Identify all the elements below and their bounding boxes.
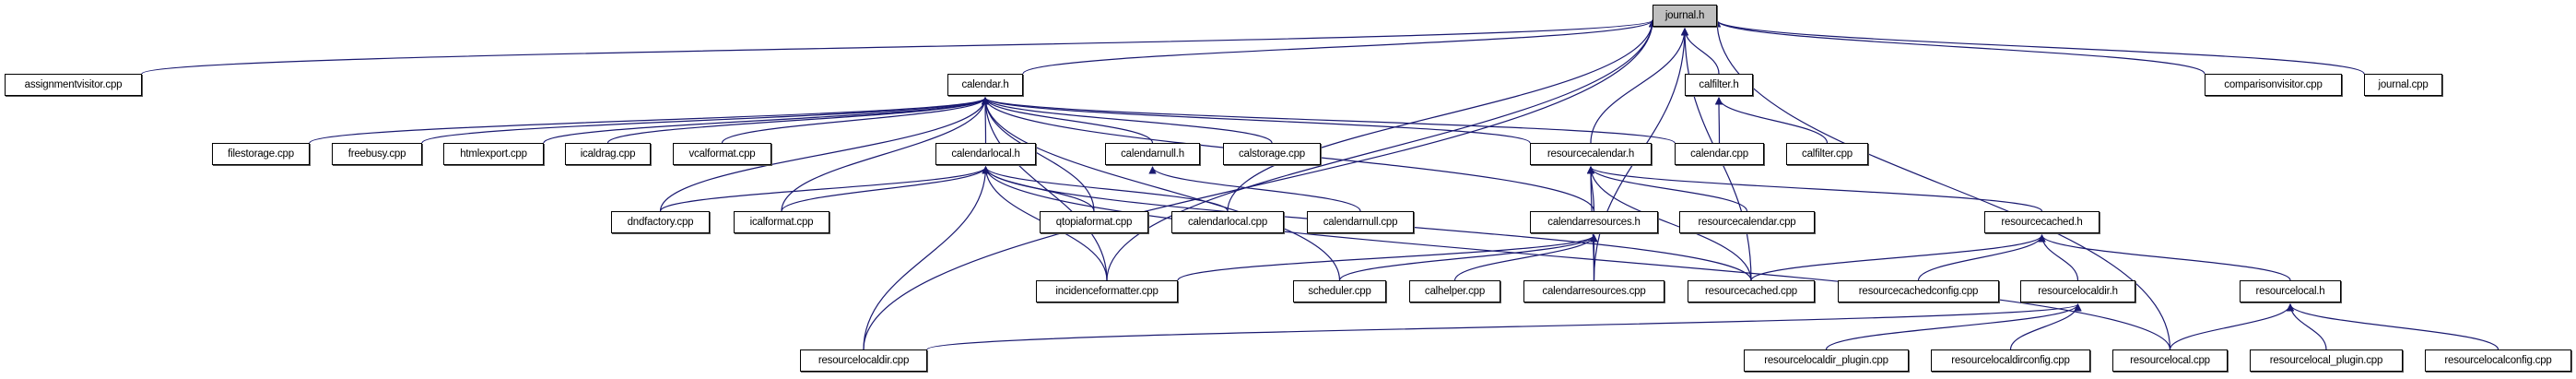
node-icaldrag-cpp[interactable]: icaldrag.cpp [565, 143, 651, 165]
edge-scheduler-cpp-to-calendarresources-h [1338, 234, 1598, 281]
edge-calendar-cpp-to-calfilter-h [1714, 97, 1723, 144]
node-calendar-cpp[interactable]: calendar.cpp [1675, 143, 1764, 165]
edge-htmlexport-cpp-to-calendar-h [543, 97, 990, 144]
node-calfilter-cpp[interactable]: calfilter.cpp [1786, 143, 1868, 165]
edge-resourcecalendar-h-to-calendar-h [982, 97, 1531, 144]
edge-calhelper-cpp-to-calendarresources-h [1453, 234, 1598, 281]
edge-dndfactory-cpp-to-calendar-h [659, 97, 990, 212]
node-journal-cpp[interactable]: journal.cpp [2364, 74, 2442, 96]
edge-calendarlocal-cpp-to-journal-h [1227, 19, 1657, 212]
node-icalformat-cpp[interactable]: icalformat.cpp [734, 211, 829, 233]
edge-resourcelocal-h-to-resourcecached-h [2038, 234, 2291, 281]
edge-calendarlocal-cpp-to-calendarlocal-h [982, 166, 1229, 212]
node-resourcelocalconfig-cpp[interactable]: resourcelocalconfig.cpp [2425, 349, 2571, 372]
edge-resourcelocal-cpp-to-resourcelocal-h [2169, 303, 2295, 350]
node-calendarlocal-cpp[interactable]: calendarlocal.cpp [1171, 211, 1284, 233]
edge-icalformat-cpp-to-calendarlocal-h [781, 166, 990, 212]
edge-comparisonvisitor-cpp-to-journal-h [1712, 19, 2205, 75]
node-vcalformat-cpp[interactable]: vcalformat.cpp [673, 143, 771, 165]
edge-calstorage-cpp-to-calendar-h [981, 97, 1273, 144]
node-qtopiaformat-cpp[interactable]: qtopiaformat.cpp [1040, 211, 1148, 233]
edge-resourcecalendar-cpp-to-resourcecalendar-h [1586, 166, 1748, 212]
node-calendarnull-h[interactable]: calendarnull.h [1105, 143, 1200, 165]
edge-resourcelocalconfig-cpp-to-resourcelocal-h [2286, 303, 2500, 350]
edge-incidenceformatter-cpp-to-calendar-h [981, 97, 1108, 281]
node-resourcelocaldir-h[interactable]: resourcelocaldir.h [2020, 280, 2135, 302]
edge-scheduler-cpp-to-calendar-h [981, 97, 1341, 281]
node-resourcelocal-cpp[interactable]: resourcelocal.cpp [2112, 349, 2228, 372]
node-resourcelocaldir-plugin-cpp[interactable]: resourcelocaldir_plugin.cpp [1744, 349, 1909, 372]
node-resourcelocal-plugin-cpp[interactable]: resourcelocal_plugin.cpp [2250, 349, 2403, 372]
node-resourcecached-h[interactable]: resourcecached.h [1984, 211, 2100, 233]
edge-calfilter-h-to-journal-h [1680, 28, 1720, 75]
edge-incidenceformatter-cpp-to-journal-h [1106, 19, 1657, 281]
edge-resourcelocal-plugin-cpp-to-resourcelocal-h [2286, 303, 2327, 350]
edge-icalformat-cpp-to-calendar-h [781, 97, 990, 212]
edge-calendarnull-cpp-to-calendarnull-h [1148, 166, 1361, 212]
node-incidenceformatter-cpp[interactable]: incidenceformatter.cpp [1036, 280, 1178, 302]
edge-resourcelocal-cpp-to-calendarlocal-h [982, 166, 2171, 350]
node-resourcelocal-h[interactable]: resourcelocal.h [2240, 280, 2341, 302]
node-calstorage-cpp[interactable]: calstorage.cpp [1223, 143, 1321, 165]
node-calendarlocal-h[interactable]: calendarlocal.h [935, 143, 1036, 165]
node-comparisonvisitor-cpp[interactable]: comparisonvisitor.cpp [2205, 74, 2342, 96]
node-resourcecached-cpp[interactable]: resourcecached.cpp [1688, 280, 1815, 302]
edge-dndfactory-cpp-to-calendarlocal-h [659, 166, 990, 212]
node-calendarnull-cpp[interactable]: calendarnull.cpp [1307, 211, 1414, 233]
edge-calendar-h-to-journal-h [1022, 19, 1657, 75]
node-journal-h[interactable]: journal.h [1653, 5, 1717, 27]
node-assignmentvisitor-cpp[interactable]: assignmentvisitor.cpp [5, 74, 142, 96]
node-htmlexport-cpp[interactable]: htmlexport.cpp [443, 143, 544, 165]
node-calhelper-cpp[interactable]: calhelper.cpp [1409, 280, 1500, 302]
node-dndfactory-cpp[interactable]: dndfactory.cpp [611, 211, 710, 233]
edge-resourcelocaldir-cpp-to-journal-h [863, 19, 1657, 350]
edge-resourcecached-cpp-to-resourcecached-h [1750, 234, 2046, 281]
node-calendarresources-h[interactable]: calendarresources.h [1530, 211, 1658, 233]
node-resourcecalendar-h[interactable]: resourcecalendar.h [1530, 143, 1652, 165]
edge-assignmentvisitor-cpp-to-journal-h [141, 19, 1656, 75]
edge-resourcelocaldir-cpp-to-calendarlocal-h [863, 166, 990, 350]
node-calendar-h[interactable]: calendar.h [947, 74, 1023, 96]
node-resourcelocaldir-cpp[interactable]: resourcelocaldir.cpp [800, 349, 927, 372]
edge-calendar-cpp-to-calendar-h [982, 97, 1676, 144]
node-scheduler-cpp[interactable]: scheduler.cpp [1293, 280, 1386, 302]
node-resourcecachedconfig-cpp[interactable]: resourcecachedconfig.cpp [1838, 280, 1999, 302]
node-calendarresources-cpp[interactable]: calendarresources.cpp [1523, 280, 1664, 302]
edge-vcalformat-cpp-to-calendar-h [721, 97, 990, 144]
edge-journal-cpp-to-journal-h [1713, 19, 2365, 75]
edge-resourcelocaldir-cpp-to-resourcelocaldir-h [926, 303, 2082, 350]
edge-resourcelocaldirconfig-cpp-to-resourcelocaldir-h [2009, 303, 2082, 350]
edge-icaldrag-cpp-to-calendar-h [606, 97, 990, 144]
edge-freebusy-cpp-to-calendar-h [421, 97, 989, 144]
edge-resourcecalendar-h-to-journal-h [1590, 28, 1689, 144]
edge-filestorage-cpp-to-calendar-h [309, 97, 989, 144]
edge-resourcelocaldir-plugin-cpp-to-resourcelocaldir-h [1825, 303, 2082, 350]
edge-resourcecachedconfig-cpp-to-resourcecached-h [1917, 234, 2046, 281]
edge-resourcelocaldir-h-to-resourcecached-h [2038, 234, 2079, 281]
edge-calendarnull-h-to-calendar-h [981, 97, 1154, 144]
node-resourcelocaldirconfig-cpp[interactable]: resourcelocaldirconfig.cpp [1931, 349, 2090, 372]
node-filestorage-cpp[interactable]: filestorage.cpp [212, 143, 310, 165]
edge-calfilter-cpp-to-calfilter-h [1714, 97, 1829, 144]
node-calfilter-h[interactable]: calfilter.h [1685, 74, 1753, 96]
edge-qtopiaformat-cpp-to-calendar-h [981, 97, 1095, 212]
node-resourcecalendar-cpp[interactable]: resourcecalendar.cpp [1679, 211, 1815, 233]
edge-incidenceformatter-cpp-to-calendarresources-h [1177, 234, 1598, 281]
node-freebusy-cpp[interactable]: freebusy.cpp [332, 143, 422, 165]
edge-resourcecached-cpp-to-resourcecalendar-h [1586, 166, 1752, 281]
edge-resourcecached-h-to-resourcecalendar-h [1586, 166, 2043, 212]
